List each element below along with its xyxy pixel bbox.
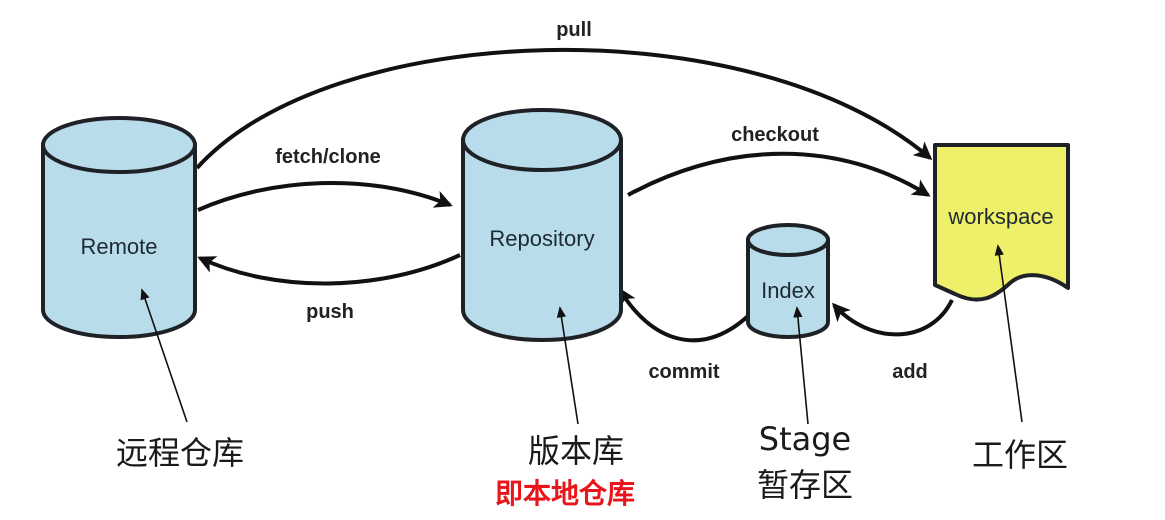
index-cylinder-body	[746, 238, 830, 339]
repository-cylinder-top	[461, 108, 623, 172]
index-cylinder-top	[746, 223, 830, 257]
repository-cylinder	[461, 108, 623, 342]
stage-caption-en: Stage	[759, 420, 851, 458]
repository-caption: 版本库	[528, 432, 624, 470]
index-pointer	[793, 306, 809, 425]
repository-label: Repository	[489, 226, 594, 251]
workspace-document	[933, 143, 1070, 302]
add-arrow	[831, 299, 954, 337]
commit-arrow	[618, 287, 750, 343]
commit-label: commit	[648, 361, 719, 383]
index-label: Index	[761, 278, 815, 303]
push-label: push	[306, 301, 354, 323]
fetch-clone-arrow	[197, 180, 453, 212]
push-arrow	[197, 253, 461, 286]
index-cylinder	[746, 223, 830, 339]
remote-cylinder	[41, 116, 197, 339]
pull-arrow	[195, 48, 933, 170]
workspace-label: workspace	[947, 204, 1053, 229]
workspace-caption: 工作区	[972, 436, 1068, 474]
fetch-clone-label: fetch/clone	[275, 146, 381, 168]
checkout-label: checkout	[731, 124, 819, 146]
remote-caption: 远程仓库	[116, 434, 244, 472]
remote-pointer	[140, 288, 188, 423]
stage-caption-cn: 暂存区	[757, 466, 853, 504]
remote-cylinder-body	[41, 143, 197, 339]
repository-pointer	[556, 306, 579, 425]
add-label: add	[892, 361, 928, 383]
remote-cylinder-top	[41, 116, 197, 174]
pull-label: pull	[556, 19, 592, 41]
repository-cylinder-body	[461, 138, 623, 342]
repository-note: 即本地仓库	[495, 477, 635, 510]
workspace-pointer	[994, 244, 1023, 423]
checkout-arrow	[627, 151, 931, 197]
remote-label: Remote	[80, 234, 157, 259]
